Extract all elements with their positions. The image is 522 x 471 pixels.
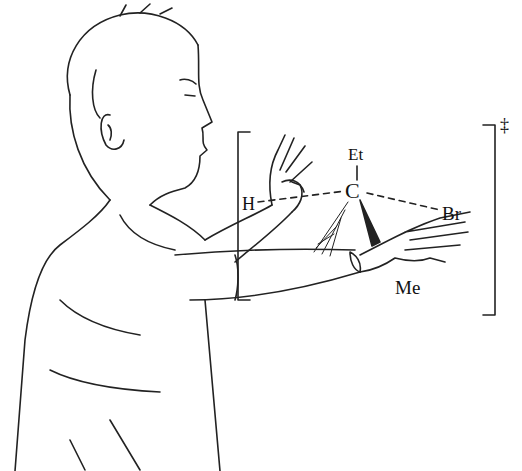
hair-strands — [120, 4, 172, 16]
shirt-folds — [50, 300, 160, 470]
back-of-head — [70, 95, 110, 200]
upper-hand — [270, 135, 312, 212]
arm-top — [175, 249, 355, 255]
bond-line — [356, 166, 358, 180]
substituent-label: Me — [395, 278, 420, 297]
wedge-bond — [360, 200, 380, 246]
right-bracket — [483, 125, 495, 315]
ear-inner — [108, 125, 111, 140]
hair-side — [93, 70, 100, 118]
face-profile — [150, 45, 212, 205]
watch — [350, 252, 360, 272]
left-bracket — [238, 132, 250, 300]
shirt-back — [15, 200, 110, 471]
atom-label: Br — [442, 204, 461, 223]
partial-bond — [258, 191, 345, 202]
eye — [185, 95, 195, 96]
thumb — [282, 180, 304, 192]
atom-label: C — [345, 180, 360, 202]
collar-fold — [120, 215, 175, 250]
ear — [101, 115, 124, 149]
hashed-bond — [314, 202, 348, 256]
eyebrow — [180, 79, 196, 84]
hair-outline — [67, 13, 198, 95]
atom-label: H — [242, 195, 255, 213]
arm-bottom — [190, 272, 360, 300]
collar — [150, 205, 205, 240]
substituent-label: Et — [348, 146, 363, 163]
shirt-front — [205, 300, 220, 471]
partial-bond — [367, 193, 440, 210]
transition-state-mark: ‡ — [500, 116, 509, 134]
forearm-bottom — [235, 212, 292, 262]
